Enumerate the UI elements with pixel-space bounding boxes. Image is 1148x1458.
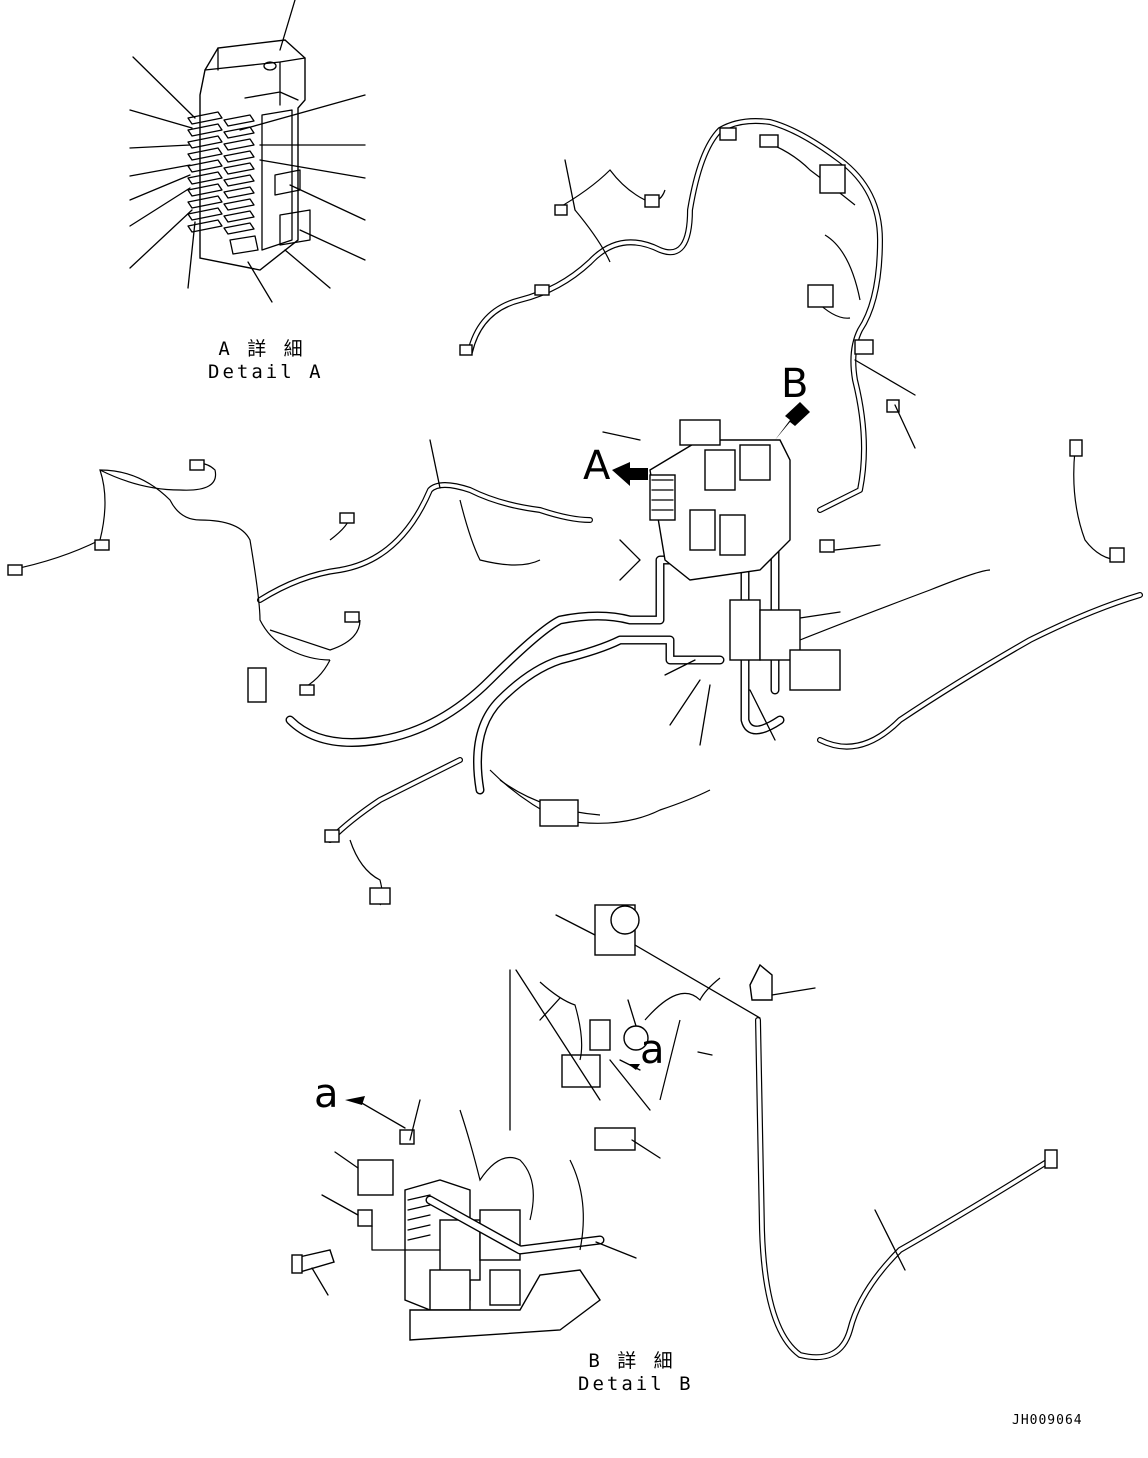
detail-a-fuse-block [187, 39, 311, 271]
main-harness [285, 465, 785, 906]
callout-label-b: B [781, 361, 809, 407]
upper-harness [459, 118, 883, 513]
callout-label-a: A [583, 443, 611, 489]
callout-arrow-a [612, 462, 648, 486]
callout-arrow-b [775, 402, 810, 440]
detail-a-leader-lines [129, 0, 366, 303]
detail-b-caption-en: Detail B [578, 1373, 694, 1395]
left-harness [7, 439, 593, 905]
callout-label-a-lower: a [640, 1027, 665, 1073]
fuse-row-right [223, 114, 255, 235]
detail-a-caption-jp: A 詳 細 [218, 338, 306, 360]
long-harness-detail-b [749, 963, 1058, 1361]
detail-b-assembly [291, 904, 761, 1341]
central-electrical-box [602, 419, 841, 746]
detail-a-caption-en: Detail A [208, 361, 324, 383]
right-harness [799, 359, 1143, 750]
callout-label-a-detail: a [314, 1071, 339, 1117]
drawing-code: JH009064 [1012, 1413, 1083, 1428]
fuse-row-left [187, 111, 223, 233]
detail-b-caption-jp: B 詳 細 [588, 1350, 676, 1372]
